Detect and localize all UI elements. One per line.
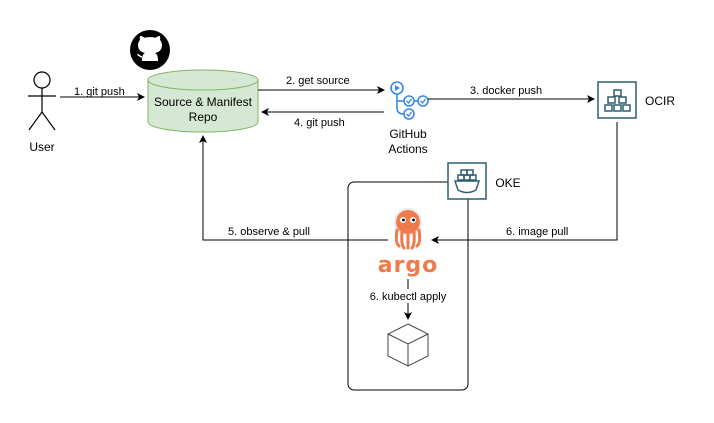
kubernetes-cluster-icon [447,162,487,200]
edge-label-get-source: 2. get source [286,75,350,87]
cube-icon [387,323,429,367]
edge-label-kubectl-bg [362,289,454,303]
github-actions-icon [390,81,429,120]
argo-octopus-icon [394,208,422,250]
edge-label-image-pull: 6. image pull [506,226,568,238]
user-label: User [29,140,54,154]
edge-label-git-push-user: 1. git push [74,86,125,98]
argo-wordmark: argo [378,253,439,278]
stick-figure-icon [28,71,56,131]
edge-label-kubectl-apply: 6. kubectl apply [370,291,447,303]
edge-label-observe-pull: 5. observe & pull [228,226,310,238]
repo-database: Source & Manifest Repo [147,69,259,133]
oke-cluster-boundary [347,181,469,391]
edge-argo-to-repo [199,135,388,241]
container-registry-icon [597,81,637,119]
github-icon [130,30,170,70]
oke-label: OKE [495,176,520,190]
edge-label-docker-push: 3. docker push [470,85,542,97]
actions-label-line1: GitHub [389,127,427,141]
repo-label-line1: Source & Manifest [154,95,253,109]
ocir-label: OCIR [645,94,675,108]
edge-ocir-to-argo [431,122,618,244]
edge-label-git-push-actions: 4. git push [294,117,345,129]
actions-label-line2: Actions [388,142,427,156]
repo-label-line2: Repo [189,110,218,124]
